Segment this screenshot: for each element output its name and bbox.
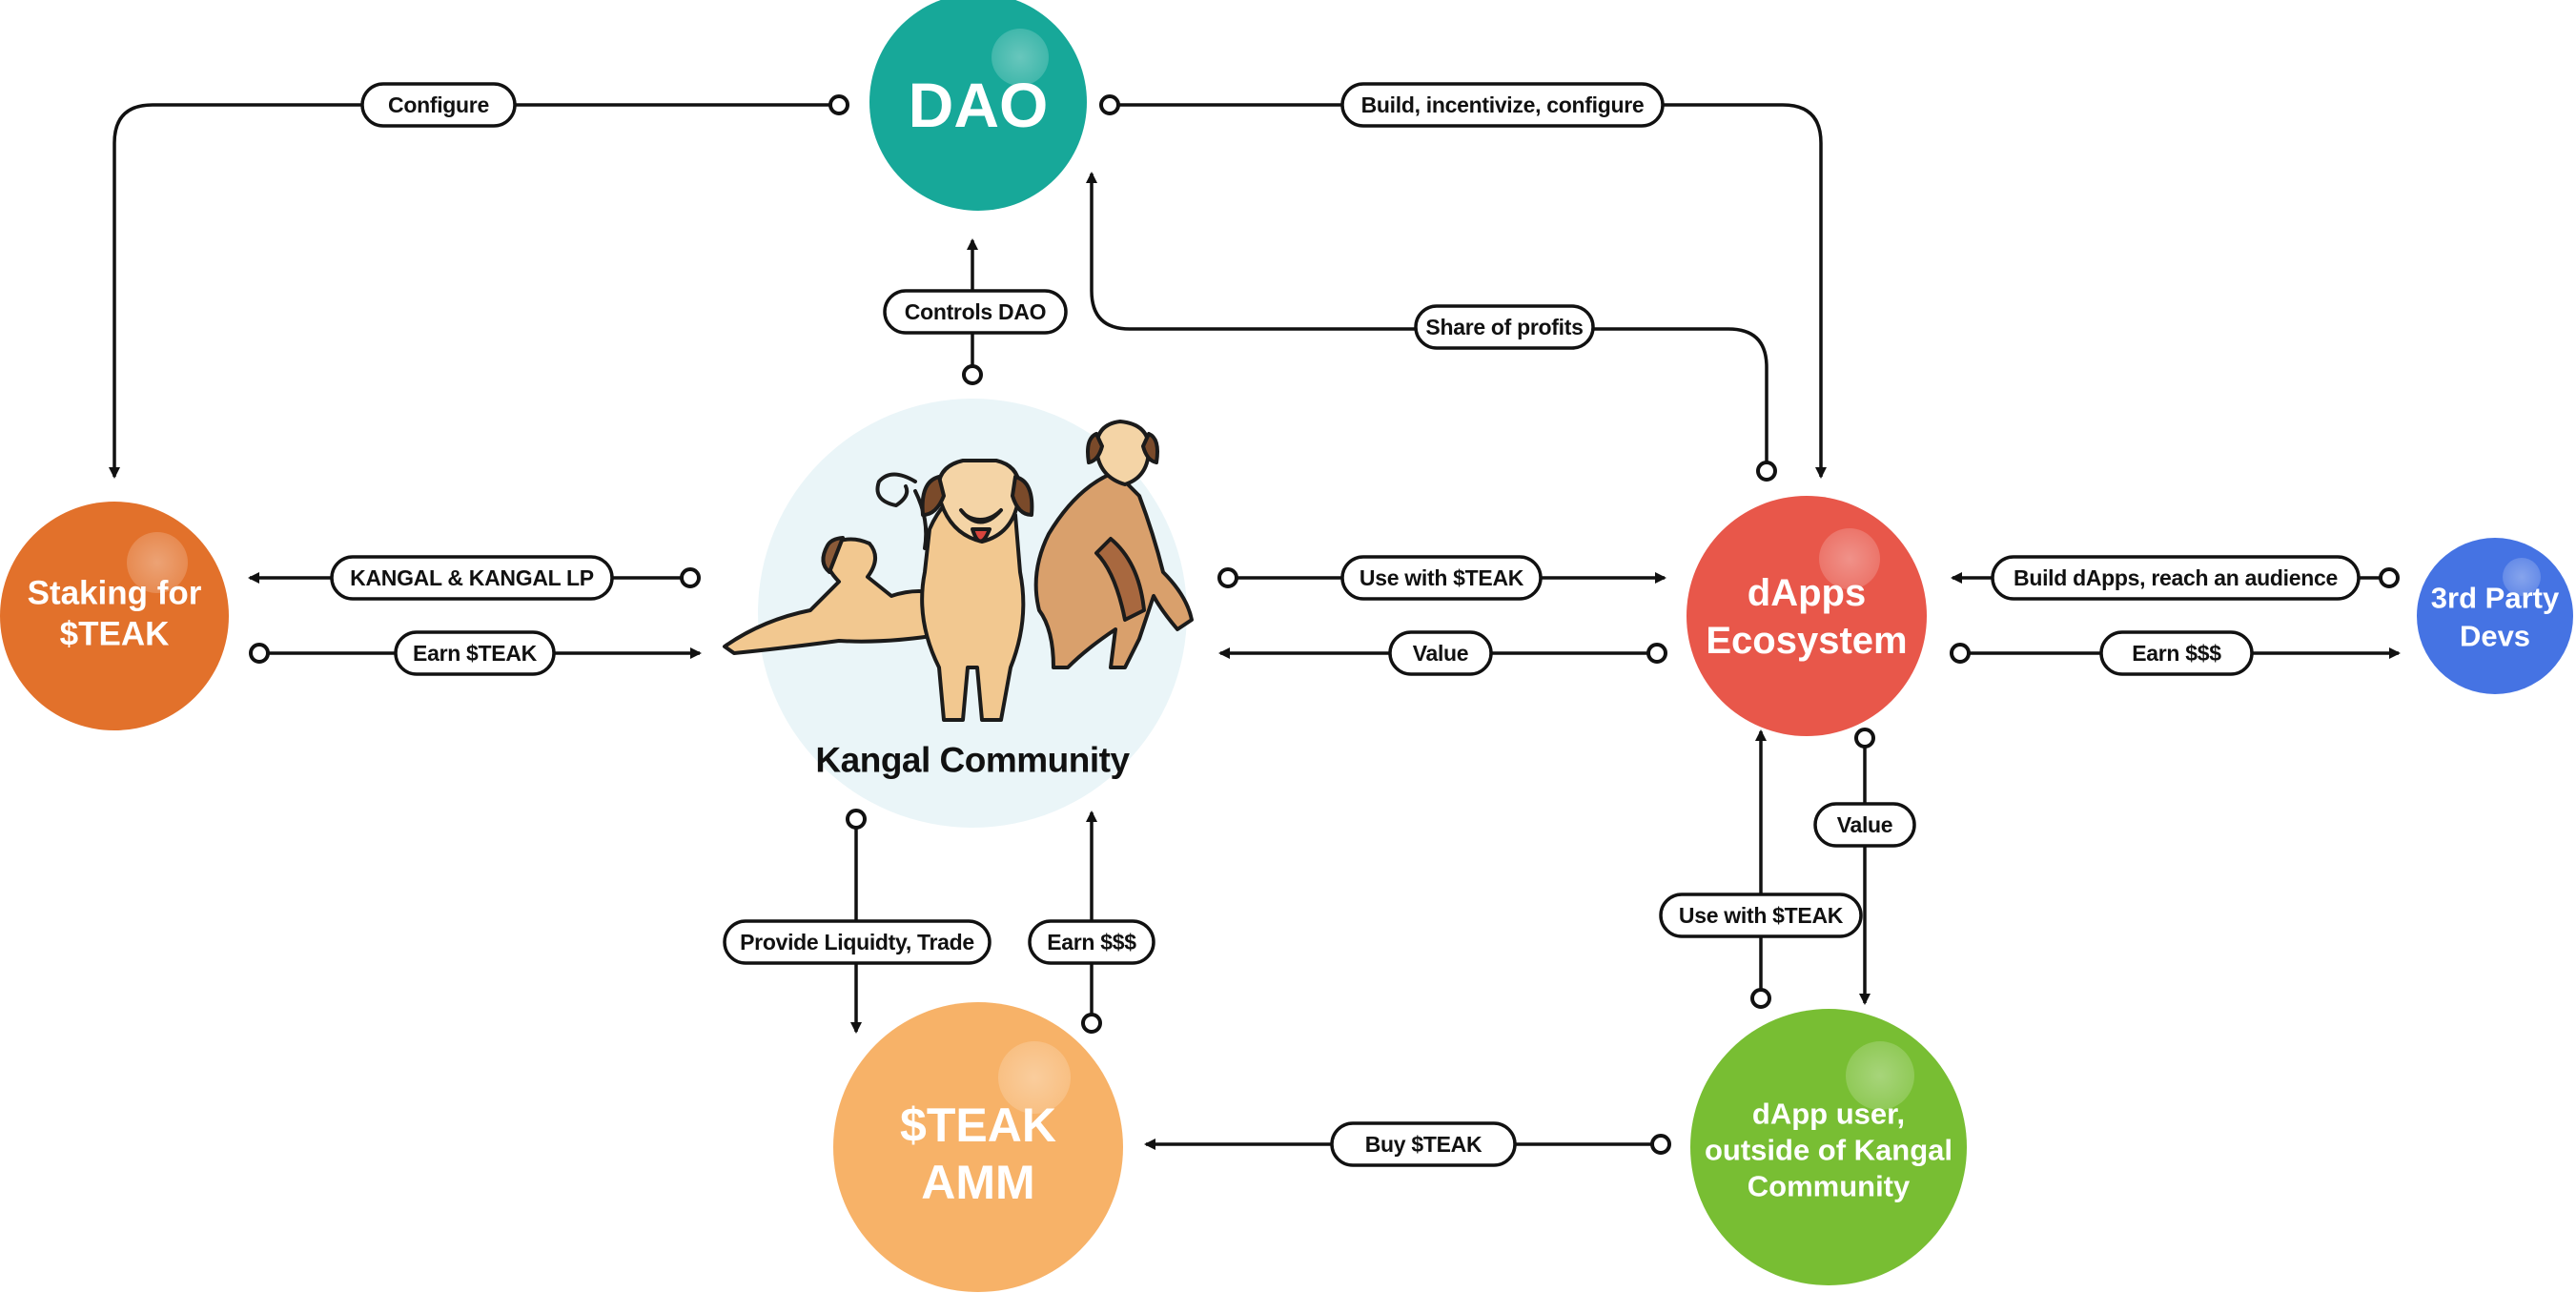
staking-label-line1: Staking for	[28, 575, 202, 612]
pill-use-with-teak-community: Use with $TEAK	[1340, 555, 1543, 601]
pill-kangal-lp: KANGAL & KANGAL LP	[330, 555, 614, 601]
staking-highlight	[127, 532, 188, 593]
third-party-label-line1: 3rd Party	[2431, 582, 2560, 615]
amm-label-line2: AMM	[921, 1156, 1034, 1209]
pill-build-dapps-text: Build dApps, reach an audience	[2014, 565, 2338, 590]
staking-node: Staking for $TEAK	[0, 502, 229, 730]
amm-label-line1: $TEAK	[900, 1098, 1056, 1152]
dapps-label-line2: Ecosystem	[1706, 620, 1907, 662]
configure-wire	[109, 103, 831, 479]
share-of-profits-origin-dot	[1756, 461, 1777, 482]
pill-provide-liquidity: Provide Liquidty, Trade	[723, 919, 992, 965]
dao-node: DAO	[869, 0, 1087, 211]
dapps-node: dApps Ecosystem	[1687, 496, 1927, 736]
amm-node: $TEAK AMM	[833, 1002, 1123, 1292]
dapp-user-label-line2: outside of Kangal	[1705, 1134, 1952, 1167]
pill-use-with-teak-user: Use with $TEAK	[1659, 893, 1863, 938]
pill-earn-teak: Earn $TEAK	[394, 630, 556, 676]
pill-earn-usd-amm: Earn $$$	[1028, 919, 1155, 965]
pill-buy-teak-text: Buy $TEAK	[1365, 1132, 1482, 1157]
configure-origin-dot	[828, 94, 849, 115]
pill-value-to-community-text: Value	[1413, 641, 1469, 666]
third-party-node: 3rd Party Devs	[2417, 538, 2573, 694]
third-party-highlight	[2503, 558, 2541, 596]
dapp-user-highlight	[1846, 1041, 1914, 1110]
dapp-user-node: dApp user, outside of Kangal Community	[1690, 1009, 1967, 1285]
pill-build-incentivize: Build, incentivize, configure	[1340, 82, 1665, 128]
value-to-community-origin-dot	[1646, 643, 1667, 664]
pill-share-of-profits: Share of profits	[1414, 304, 1595, 350]
pill-provide-liquidity-text: Provide Liquidty, Trade	[740, 930, 974, 954]
dapp-user-label-line3: Community	[1748, 1170, 1911, 1203]
third-party-circle	[2417, 538, 2573, 694]
community-node: Kangal Community	[723, 399, 1194, 828]
dapp-user-label-line1: dApp user,	[1752, 1098, 1905, 1131]
pill-build-incentivize-text: Build, incentivize, configure	[1361, 92, 1645, 117]
build-incentivize-wire	[1117, 103, 1827, 479]
value-to-user-origin-dot	[1854, 728, 1875, 749]
pill-earn-usd-devs: Earn $$$	[2099, 630, 2254, 676]
dao-label: DAO	[909, 70, 1049, 140]
pill-kangal-lp-text: KANGAL & KANGAL LP	[350, 565, 594, 590]
pill-value-to-community: Value	[1388, 630, 1493, 676]
provide-liquidity-origin-dot	[846, 809, 867, 830]
pill-use-with-teak-community-text: Use with $TEAK	[1360, 565, 1524, 590]
pill-buy-teak: Buy $TEAK	[1330, 1121, 1517, 1167]
earn-teak-origin-dot	[249, 643, 270, 664]
community-label: Kangal Community	[815, 741, 1130, 780]
pill-controls-dao-text: Controls DAO	[905, 299, 1046, 324]
pill-use-with-teak-user-text: Use with $TEAK	[1679, 903, 1844, 928]
pill-build-dapps: Build dApps, reach an audience	[1991, 555, 2361, 601]
amm-highlight	[998, 1041, 1071, 1114]
controls-dao-origin-dot	[962, 364, 983, 385]
dapps-circle	[1687, 496, 1927, 736]
staking-label-line2: $TEAK	[60, 616, 170, 653]
use-with-teak-community-origin-dot	[1217, 567, 1238, 588]
third-party-label-line2: Devs	[2460, 620, 2530, 653]
pill-value-to-user-text: Value	[1837, 812, 1893, 837]
pill-earn-usd-devs-text: Earn $$$	[2132, 641, 2221, 666]
kangal-lp-origin-dot	[680, 567, 701, 588]
earn-usd-devs-origin-dot	[1950, 643, 1971, 664]
dao-highlight	[992, 29, 1049, 86]
connectors	[109, 94, 2401, 1155]
pill-earn-usd-amm-text: Earn $$$	[1047, 930, 1136, 954]
dapps-highlight	[1819, 528, 1880, 589]
kangal-dogs-illustration	[723, 420, 1194, 722]
pill-configure: Configure	[360, 82, 517, 128]
pill-earn-teak-text: Earn $TEAK	[413, 641, 538, 666]
pill-configure-text: Configure	[388, 92, 489, 117]
build-incentivize-origin-dot	[1099, 94, 1120, 115]
buy-teak-origin-dot	[1650, 1134, 1671, 1155]
pill-value-to-user: Value	[1813, 802, 1916, 848]
earn-usd-amm-origin-dot	[1081, 1013, 1102, 1034]
pill-share-of-profits-text: Share of profits	[1425, 315, 1583, 339]
build-dapps-origin-dot	[2379, 567, 2400, 588]
dapps-label-line1: dApps	[1748, 572, 1866, 614]
use-with-teak-user-origin-dot	[1750, 988, 1771, 1009]
pill-controls-dao: Controls DAO	[883, 289, 1068, 335]
